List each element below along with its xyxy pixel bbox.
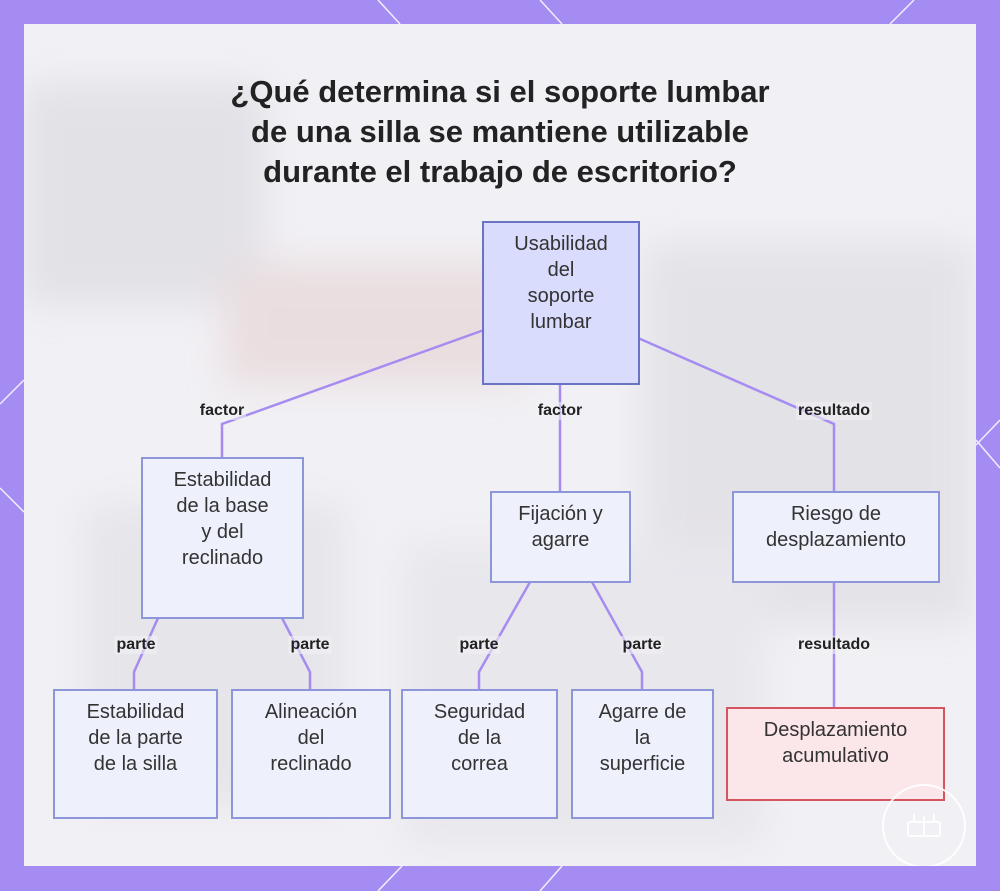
edge-fixation-to-grip	[590, 581, 644, 690]
edge-base-to-recline	[280, 617, 312, 690]
node-label: Agarre de la superficie	[598, 701, 687, 775]
node-cumulative-displacement: Desplazamiento acumulativo	[726, 707, 945, 801]
edge-root-to-base	[220, 328, 485, 458]
edge-label-factor-center: factor	[535, 402, 585, 420]
node-label: Desplazamiento acumulativo	[763, 719, 908, 767]
node-base-stability: Estabilidad de la base y del reclinado	[141, 457, 304, 619]
node-label: Riesgo de desplazamiento	[765, 503, 907, 551]
edge-root-to-risk	[637, 336, 836, 492]
node-seat-stability: Estabilidad de la parte de la silla	[53, 689, 218, 819]
node-label: Estabilidad de la parte de la silla	[86, 701, 185, 775]
logo-seal-graphic	[907, 814, 941, 837]
edge-label-part-seat: parte	[114, 636, 158, 654]
logo-seal-icon	[882, 784, 966, 866]
edge-label-part-grip: parte	[620, 636, 664, 654]
edge-label-part-strap: parte	[457, 636, 501, 654]
edge-label-factor-left: factor	[197, 402, 247, 420]
node-surface-grip: Agarre de la superficie	[571, 689, 714, 819]
node-label: Usabilidad del soporte lumbar	[514, 233, 608, 333]
edge-base-to-seat	[132, 617, 160, 690]
node-fixation-grip: Fijación y agarre	[490, 491, 631, 583]
node-label: Fijación y agarre	[518, 503, 603, 551]
edge-label-result-cumulative: resultado	[795, 636, 873, 654]
node-strap-safety: Seguridad de la correa	[401, 689, 558, 819]
diagram-panel: ¿Qué determina si el soporte lumbar de u…	[24, 24, 976, 866]
edge-label-result-right: resultado	[795, 402, 873, 420]
node-recline-alignment: Alineación del reclinado	[231, 689, 391, 819]
node-displacement-risk: Riesgo de desplazamiento	[732, 491, 940, 583]
node-root-lumbar-usability: Usabilidad del soporte lumbar	[482, 221, 640, 385]
node-label: Estabilidad de la base y del reclinado	[173, 469, 272, 569]
node-label: Alineación del reclinado	[264, 701, 358, 775]
edge-fixation-to-strap	[477, 581, 532, 690]
diagram-title: ¿Qué determina si el soporte lumbar de u…	[230, 74, 770, 189]
node-label: Seguridad de la correa	[433, 701, 526, 775]
edge-label-part-recline: parte	[288, 636, 332, 654]
